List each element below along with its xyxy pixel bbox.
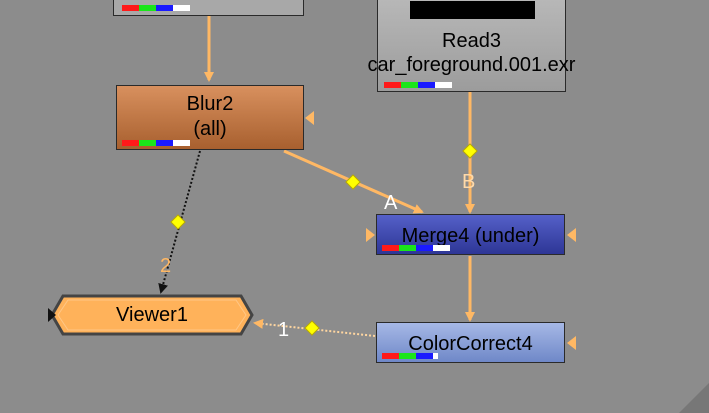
- merge4-input-b-label: B: [462, 171, 476, 193]
- viewer1-title: Viewer1: [116, 304, 188, 326]
- merge4-input-a-label: A: [384, 192, 398, 214]
- edge-dot-colorcorrect-viewer[interactable]: [304, 320, 320, 336]
- channel-indicator: [122, 140, 190, 146]
- read3-node[interactable]: Read3 car_foreground.001.exr: [368, 0, 575, 92]
- channel-indicator: [382, 245, 450, 251]
- viewer1-input-1-label: 1: [278, 319, 290, 341]
- resize-corner-icon[interactable]: [679, 383, 709, 413]
- colorcorrect4-mask-input-icon[interactable]: [567, 336, 576, 350]
- edge-dot-blur2-merge[interactable]: [345, 174, 361, 190]
- read3-title: Read3: [442, 30, 501, 52]
- merge4-title: Merge4 (under): [401, 225, 540, 247]
- merge4-node[interactable]: Merge4 (under): [376, 214, 565, 255]
- edge-dot-blur2-viewer[interactable]: [170, 214, 186, 230]
- blur2-mask-input-icon[interactable]: [305, 111, 314, 125]
- colorcorrect4-title: ColorCorrect4: [408, 333, 533, 355]
- merge4-left-input-icon[interactable]: [366, 228, 375, 242]
- merge4-mask-input-icon[interactable]: [567, 228, 576, 242]
- read3-filename: car_foreground.001.exr: [367, 54, 576, 76]
- blur2-title: Blur2: [186, 93, 234, 115]
- read3-thumbnail: [410, 1, 535, 19]
- channel-indicator: [382, 353, 438, 359]
- viewer1-input-icon[interactable]: [48, 308, 56, 322]
- channel-indicator: [384, 82, 452, 88]
- blur2-node[interactable]: Blur2 (all): [116, 85, 304, 150]
- top-partial-node[interactable]: [113, 0, 304, 16]
- edge-dot-read3[interactable]: [462, 143, 478, 159]
- colorcorrect4-node[interactable]: ColorCorrect4: [376, 322, 565, 363]
- viewer1-input-2-label: 2: [160, 255, 172, 277]
- channel-indicator: [122, 5, 190, 11]
- blur2-subtitle: (all): [193, 118, 227, 140]
